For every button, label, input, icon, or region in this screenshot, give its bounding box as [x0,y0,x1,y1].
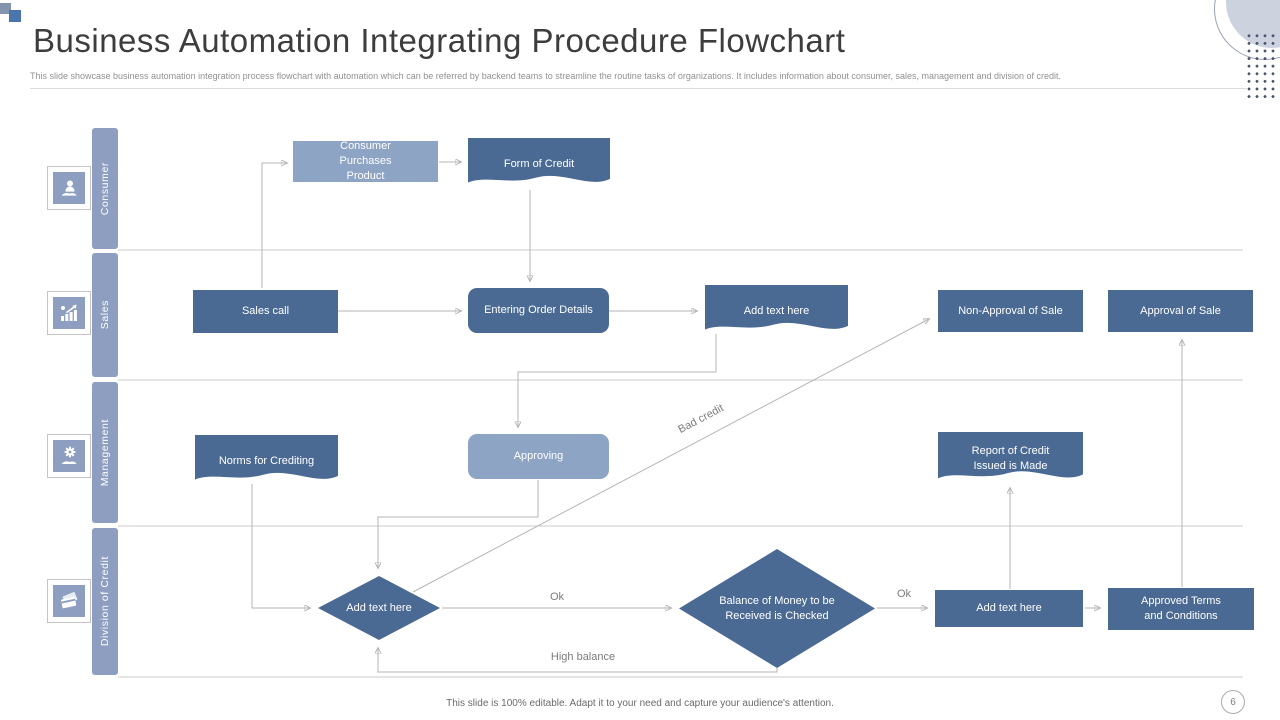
corner-square-decoration [9,10,21,22]
slide-subtitle: This slide showcase business automation … [30,71,1062,81]
flow-node-approved-terms[interactable]: Approved Terms and Conditions [1108,588,1254,630]
flow-node-form-of-credit[interactable]: Form of Credit [468,138,610,190]
lane-sales[interactable]: Sales [92,253,118,377]
header-divider [30,88,1248,89]
flow-node-add-text-decision[interactable]: Add text here [318,576,440,640]
node-label: Form of Credit [503,157,575,170]
credit-cards-icon [61,592,78,609]
edge-approving-to-decision-diamond [378,480,539,568]
node-label: Consumer Purchases Product [339,140,392,182]
node-label: Approved Terms and Conditions [1141,595,1221,622]
lane-label: Division of Credit [99,556,111,647]
edge-label-bad-credit: Bad credit [676,402,726,436]
footer-note: This slide is 100% editable. Adapt it to… [446,698,834,709]
node-label: Approval of Sale [1140,304,1221,317]
document-shape [938,432,1083,479]
node-label: Norms for Crediting [218,454,315,467]
node-label: Non-Approval of Sale [958,304,1063,317]
node-label: Balance of Money to be Received is Check… [719,594,835,622]
node-label: Add text here [976,602,1042,615]
corner-square-decoration [0,3,11,14]
flow-node-approving[interactable]: Approving [468,434,609,479]
edge-norms-to-decision-diamond [251,484,310,608]
credit-icon-tile[interactable] [47,579,91,623]
flow-node-approval-of-sale[interactable]: Approval of Sale [1108,290,1253,332]
edge-label-ok-right: Ok [896,588,912,600]
dot-grid-decoration [1245,32,1277,102]
consumer-icon-tile[interactable] [47,166,91,210]
lane-label: Consumer [99,161,111,216]
page-number-badge: 6 [1221,690,1245,714]
edge-addtextsales-to-approving [518,334,717,427]
flow-node-consumer-purchases-product[interactable]: Consumer Purchases Product [293,140,438,182]
lane-management[interactable]: Management [92,382,118,523]
sales-icon-tile[interactable] [47,291,91,335]
customer-icon [61,180,77,196]
lane-label: Sales [99,300,111,330]
management-icon-tile[interactable] [47,434,91,478]
node-label: Approving [513,450,564,463]
flow-node-entering-order-details[interactable]: Entering Order Details [468,288,609,333]
page-title: Business Automation Integrating Procedur… [33,22,846,59]
flow-node-sales-call[interactable]: Sales call [193,290,338,333]
document-shape [195,435,338,480]
document-shape [468,138,610,183]
flow-node-add-text-credit[interactable]: Add text here [935,590,1083,627]
flow-node-balance-check[interactable]: Balance of Money to be Received is Check… [679,549,875,668]
lane-consumer[interactable]: Consumer [92,128,118,249]
page-number: 6 [1230,696,1236,708]
edge-salescall-to-consumerpurchases [261,163,287,288]
node-label: Sales call [241,305,290,318]
document-shape [705,285,848,330]
flow-node-non-approval-of-sale[interactable]: Non-Approval of Sale [938,290,1083,332]
node-label: Report of Credit Issued is Made [971,445,1050,472]
edge-label-high-balance: High balance [550,651,616,663]
flow-node-add-text-sales[interactable]: Add text here [705,285,848,337]
node-label: Add text here [346,601,412,614]
flow-node-norms-for-crediting[interactable]: Norms for Crediting [195,435,338,487]
sales-growth-icon [61,304,77,321]
flow-node-report-of-credit[interactable]: Report of Credit Issued is Made [938,432,1083,486]
node-label: Entering Order Details [484,304,593,317]
node-label: Add text here [743,304,810,317]
lane-division-of-credit[interactable]: Division of Credit [92,528,118,675]
lane-label: Management [99,418,111,487]
edge-label-ok-left: Ok [549,591,565,603]
management-gear-icon [61,446,77,464]
